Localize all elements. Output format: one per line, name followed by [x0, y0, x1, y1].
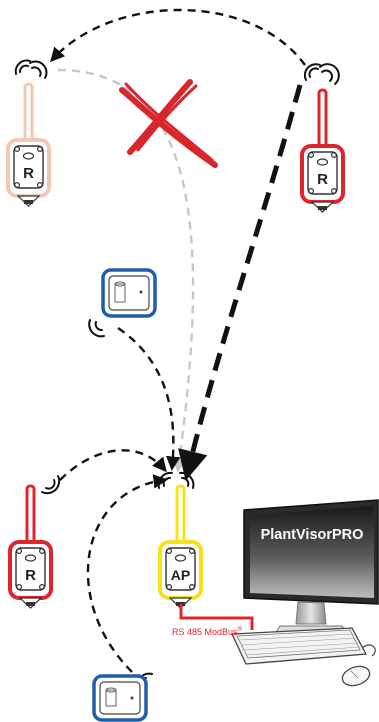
link-sensor-middle [118, 328, 173, 468]
access-point: AP [160, 486, 201, 608]
blocked-cross-mark [122, 82, 215, 165]
sensor-bottom [94, 676, 146, 720]
pc-workstation: PlantVisorPRO [232, 500, 378, 689]
keyboard [232, 628, 366, 664]
router-bottom-left: R [10, 486, 51, 608]
antenna [319, 90, 326, 148]
router-label: R [317, 171, 328, 188]
antenna [27, 486, 34, 544]
monitor-stand [296, 602, 326, 624]
link-sensor-bottom [88, 480, 165, 672]
antenna [25, 84, 32, 142]
link-arc-top [52, 10, 305, 65]
monitor-screen-text: PlantVisorPRO [261, 527, 364, 543]
router-label: R [25, 567, 36, 584]
wave-icon-top-right [305, 64, 339, 84]
rs485-bus-label: RS 485 ModBus® [172, 626, 243, 637]
antenna [177, 486, 184, 544]
wave-icon-access-point [159, 473, 194, 488]
access-point-label: AP [171, 567, 190, 583]
bus-label-text: RS 485 ModBus [172, 627, 238, 637]
sensor-middle [103, 270, 155, 316]
wave-icon-top-left [16, 60, 47, 78]
link-main-thick [187, 85, 300, 475]
router-label: R [23, 165, 34, 182]
link-router-left [60, 450, 165, 480]
wave-icon-sensor-middle [89, 320, 104, 336]
router-top-left: R [8, 84, 49, 206]
registered-mark: ® [238, 626, 243, 633]
router-top-right: R [302, 90, 343, 212]
wave-icon-router-left [42, 476, 59, 493]
